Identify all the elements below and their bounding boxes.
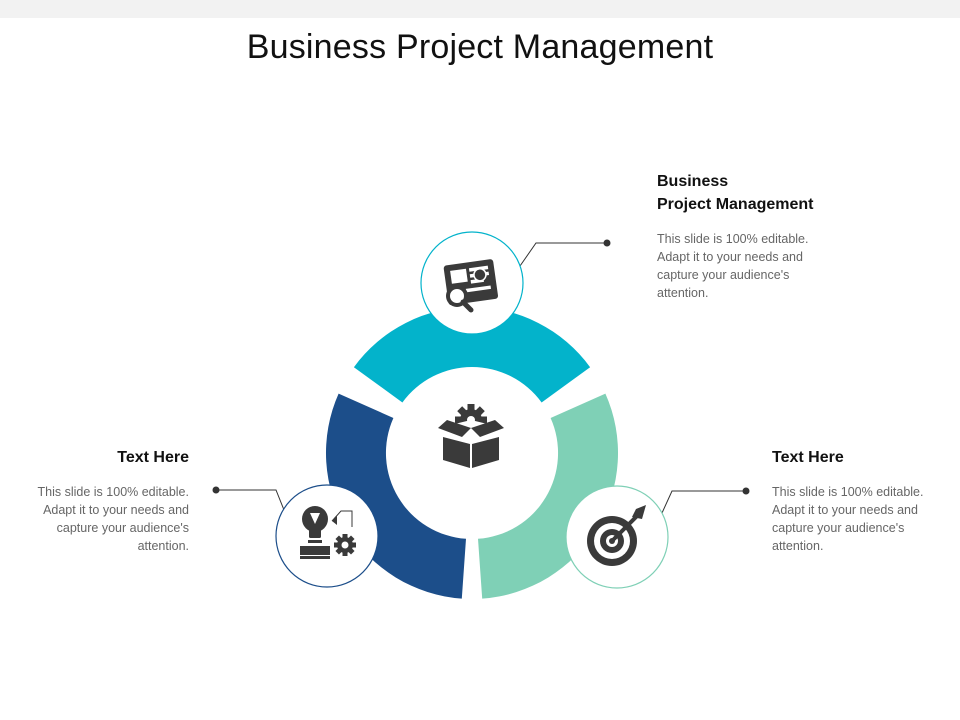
top-heading: Business Project Management (657, 170, 857, 216)
text-block-top: Business Project Management This slide i… (657, 170, 857, 302)
lightbulb-gear-icon (300, 506, 356, 559)
top-heading-line1: Business (657, 173, 729, 190)
connector-left-dot (212, 486, 220, 494)
left-icon-circle (275, 484, 379, 588)
document-magnifier-icon (443, 259, 499, 313)
left-heading: Text Here (117, 449, 189, 466)
box-with-gear-icon (438, 404, 504, 468)
right-heading: Text Here (772, 449, 844, 466)
left-body: This slide is 100% editable. Adapt it to… (37, 485, 189, 553)
right-body: This slide is 100% editable. Adapt it to… (772, 485, 924, 553)
connector-top (519, 242, 607, 267)
connector-left (216, 489, 285, 511)
target-arrow-icon (587, 505, 646, 566)
text-block-right: Text Here This slide is 100% editable. A… (772, 446, 942, 555)
top-segment (353, 307, 591, 403)
page-title: Business Project Management (246, 28, 714, 66)
top-heading-line2: Project Management (657, 196, 814, 213)
text-block-left: Text Here This slide is 100% editable. A… (18, 446, 189, 555)
connector-right-dot (742, 487, 750, 495)
connector-right (661, 490, 746, 514)
top-body: This slide is 100% editable. Adapt it to… (657, 232, 809, 300)
connector-top-dot (603, 239, 611, 247)
top-bar (0, 0, 960, 18)
